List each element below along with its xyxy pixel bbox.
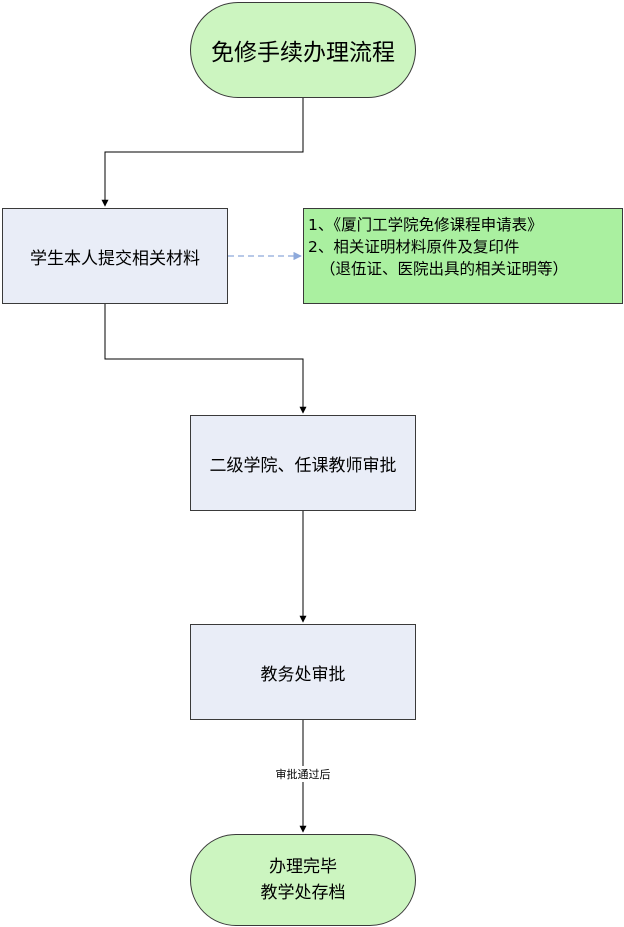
start-terminal: 免修手续办理流程 [190,2,416,98]
college-approval-label: 二级学院、任课教师审批 [209,455,397,476]
college-approval-step: 二级学院、任课教师审批 [190,415,416,511]
submit-materials-step: 学生本人提交相关材料 [2,208,228,304]
academic-office-approval-label: 教务处审批 [260,664,346,685]
note-line-1: 1、《厦门工学院免修课程申请表》 [308,216,543,234]
submit-materials-label: 学生本人提交相关材料 [30,248,200,269]
end-terminal: 办理完毕 教学处存档 [190,834,416,926]
academic-office-approval-step: 教务处审批 [190,624,416,720]
note-line-2: 2、相关证明材料原件及复印件 [308,238,520,256]
connector-submit-to-college [104,304,307,414]
end-terminal-line-1: 办理完毕 [269,857,337,877]
required-materials-note: 1、《厦门工学院免修课程申请表》 2、相关证明材料原件及复印件 （退伍证、医院出… [303,208,623,304]
start-terminal-label: 免修手续办理流程 [211,40,395,66]
note-line-3: （退伍证、医院出具的相关证明等） [320,260,569,278]
after-approval-edge-label: 审批通过后 [273,766,333,782]
connector-start-to-submit [101,98,304,207]
end-terminal-line-2: 教学处存档 [260,883,346,903]
